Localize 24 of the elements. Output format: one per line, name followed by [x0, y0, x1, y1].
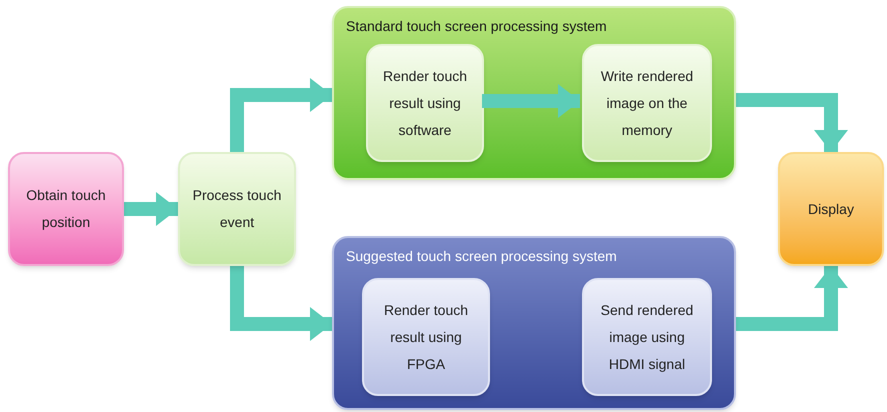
arrow: [736, 93, 848, 152]
process-box: [366, 44, 484, 162]
process-box: [582, 44, 712, 162]
box-label: Process touch event: [192, 186, 282, 232]
arrow: [230, 266, 332, 341]
arrow: [124, 192, 178, 226]
box-label: Render touch result using FPGA: [382, 300, 470, 374]
group-panel: [332, 236, 736, 410]
arrow: [482, 84, 580, 118]
box-label: Obtain touch position: [25, 186, 107, 232]
box-label: Render touch result using software: [382, 66, 468, 140]
group-heading: Suggested touch screen processing system: [346, 247, 617, 266]
process-box: [8, 152, 124, 266]
group-heading: Standard touch screen processing system: [346, 17, 607, 36]
box-label: Write rendered image on the memory: [600, 66, 694, 140]
box-label: Send rendered image using HDMI signal: [600, 300, 694, 374]
process-box: [778, 152, 884, 266]
arrow: [230, 78, 332, 152]
process-box: [178, 152, 296, 266]
group-panel: [332, 6, 736, 180]
process-box: [582, 278, 712, 396]
box-label: Display: [808, 200, 854, 219]
arrow: [736, 266, 848, 331]
process-box: [362, 278, 490, 396]
